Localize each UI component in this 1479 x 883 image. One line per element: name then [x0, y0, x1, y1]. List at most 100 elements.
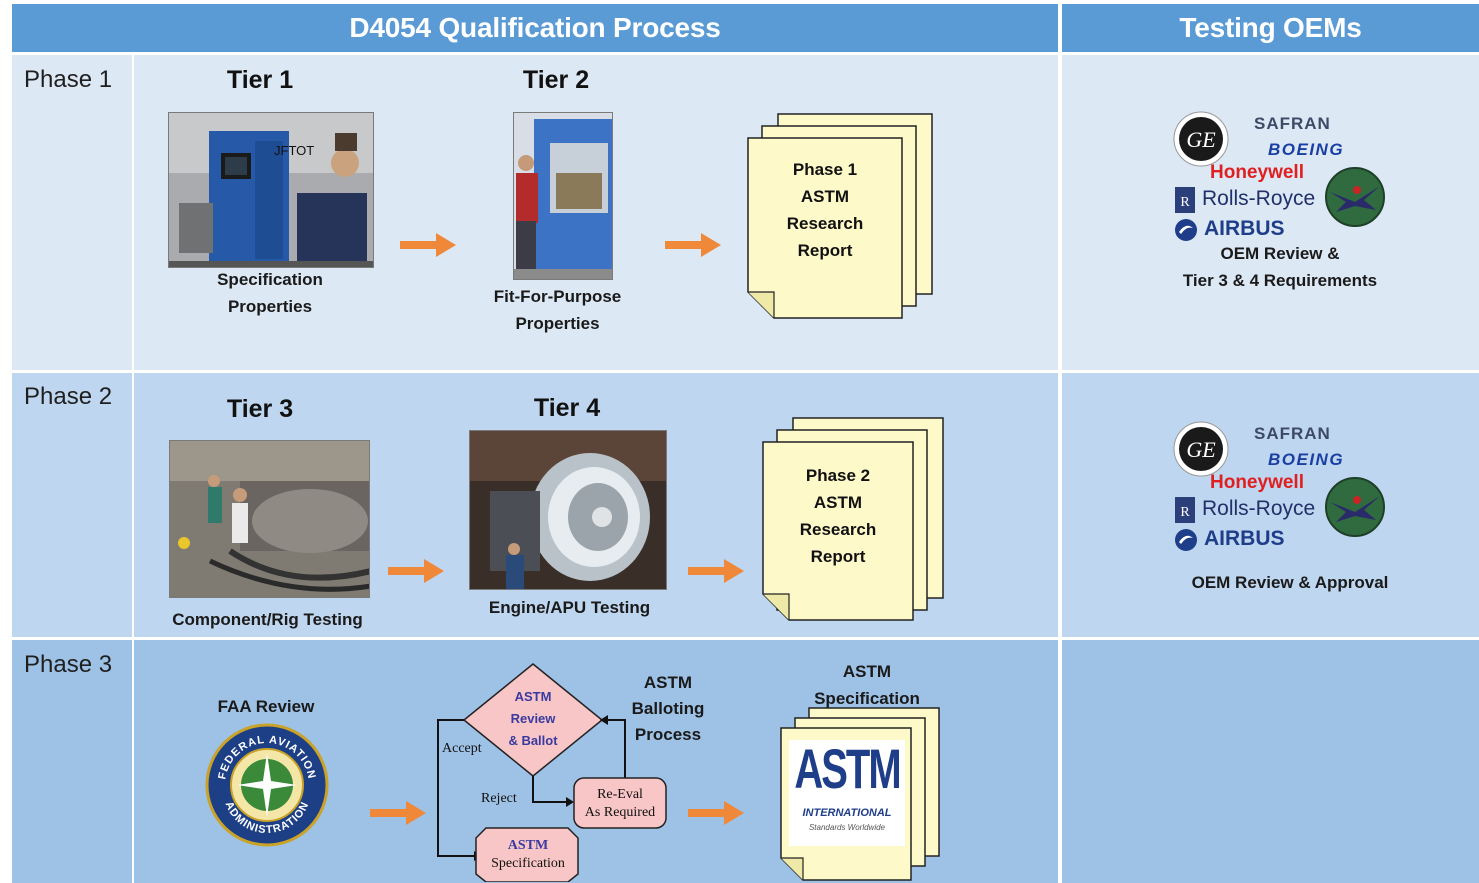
- phase2-report-text: Phase 2 ASTM Research Report: [763, 462, 913, 570]
- phase1-oem-caption: OEM Review & Tier 3 & 4 Requirements: [1130, 240, 1430, 294]
- airbus-swirl-icon: [1175, 529, 1197, 551]
- phase1-report-text: Phase 1 ASTM Research Report: [748, 156, 902, 264]
- safran-logo: SAFRAN: [1254, 424, 1331, 443]
- tier3-rig-photo: [169, 440, 370, 598]
- oem-header: Testing OEMs: [1062, 4, 1479, 52]
- balloting-line1: ASTM: [643, 673, 693, 692]
- phase2-label-cell: [12, 373, 132, 637]
- astm-logo-text: ASTM: [794, 739, 901, 801]
- tier1-caption-line2: Properties: [227, 297, 313, 316]
- tier2-caption-line1: Fit-For-Purpose: [493, 287, 622, 306]
- phase3-oem-cell: [1062, 640, 1479, 883]
- ge-text: GE: [1186, 127, 1216, 152]
- phase2-report-line3: Research: [799, 520, 877, 539]
- arrow-icon: [388, 559, 444, 583]
- phase3-label: Phase 3: [24, 651, 113, 678]
- tier1-jftot-photo: JFTOT: [168, 112, 374, 268]
- faa-seal-icon: FEDERAL AVIATION ADMINISTRATION: [205, 723, 329, 847]
- phase2-label: Phase 2: [24, 383, 113, 410]
- balloting-label: ASTM Balloting Process: [612, 670, 724, 748]
- phase2-oem-cell: [1062, 373, 1479, 637]
- spec-doc-title-line1: ASTM: [842, 662, 892, 681]
- phase1-report-line4: Report: [797, 241, 853, 260]
- tier4-caption: Engine/APU Testing: [488, 598, 651, 617]
- svg-text:R: R: [1180, 505, 1190, 520]
- process-header: D4054 Qualification Process: [12, 4, 1058, 52]
- oem-title: Testing OEMs: [1179, 12, 1362, 43]
- phase1-oem-caption-line1: OEM Review &: [1220, 244, 1340, 263]
- diamond-line1: ASTM: [514, 689, 552, 704]
- diamond-line3: & Ballot: [508, 733, 558, 748]
- oem-logos-phase2: GE SAFRAN BOEING Honeywell R Rolls-Royce…: [1168, 410, 1390, 556]
- flow-spec-line2: Specification: [491, 856, 565, 871]
- oem-logos-phase1: GE SAFRAN BOEING Honeywell R Rolls-Royce…: [1168, 100, 1390, 246]
- phase1-oem-cell: [1062, 55, 1479, 370]
- ge-logo-icon: GE: [1173, 421, 1229, 477]
- tier1-caption: Specification Properties: [170, 266, 370, 320]
- balloting-line2: Balloting: [631, 699, 705, 718]
- tier1-title: Tier 1: [226, 66, 294, 94]
- phase1-report-line2: ASTM: [800, 187, 850, 206]
- tier2-rig-photo: [513, 112, 613, 280]
- phase1-report-line3: Research: [786, 214, 864, 233]
- phase3-label-cell: [12, 640, 132, 883]
- arrow-icon: [688, 559, 744, 583]
- tier2-caption: Fit-For-Purpose Properties: [470, 283, 645, 337]
- arrow-icon: [370, 801, 426, 825]
- rr-badge-icon: R: [1175, 497, 1195, 523]
- honeywell-logo: Honeywell: [1210, 162, 1304, 183]
- flow-spec-label: ASTM Specification: [476, 837, 580, 873]
- ge-logo-icon: GE: [1173, 111, 1229, 167]
- phase1-oem-caption-line2: Tier 3 & 4 Requirements: [1182, 271, 1378, 290]
- phase2-report-line2: ASTM: [813, 493, 863, 512]
- accept-label: Accept: [442, 741, 482, 756]
- faa-title: FAA Review: [217, 697, 315, 716]
- airbus-logo: AIRBUS: [1204, 217, 1285, 240]
- phase1-label: Phase 1: [24, 66, 113, 93]
- diamond-line2: Review: [510, 711, 556, 726]
- astm-logo: ASTM INTERNATIONAL Standards Worldwide: [789, 739, 905, 846]
- tier4-title: Tier 4: [533, 394, 601, 422]
- phase1-report-line1: Phase 1: [792, 160, 858, 179]
- boeing-logo: BOEING: [1268, 450, 1345, 469]
- phase1-report-stack: [747, 113, 933, 319]
- phase2-report-stack: [762, 417, 944, 621]
- rr-badge-icon: R: [1175, 187, 1195, 213]
- jftot-label: JFTOT: [274, 143, 314, 158]
- phase2-report-line4: Report: [810, 547, 866, 566]
- safran-logo: SAFRAN: [1254, 114, 1331, 133]
- reject-label: Reject: [481, 791, 517, 806]
- arrow-icon: [688, 801, 744, 825]
- pratt-eagle-icon: [1325, 167, 1385, 227]
- ballot-flow-diagram: [437, 663, 667, 882]
- tier1-caption-line1: Specification: [217, 270, 323, 289]
- tier2-title: Tier 2: [522, 66, 590, 94]
- balloting-line3: Process: [634, 725, 702, 744]
- airbus-logo: AIRBUS: [1204, 527, 1285, 550]
- rolls-royce-logo: Rolls-Royce: [1202, 497, 1316, 520]
- tier4-engine-photo: [469, 430, 667, 590]
- arrow-icon: [665, 233, 721, 257]
- rolls-royce-logo: Rolls-Royce: [1202, 187, 1316, 210]
- tier3-title: Tier 3: [226, 395, 294, 423]
- honeywell-logo: Honeywell: [1210, 472, 1304, 493]
- astm-logo-tag: Standards Worldwide: [808, 823, 886, 832]
- phase2-oem-caption: OEM Review & Approval: [1191, 573, 1389, 592]
- arrow-icon: [400, 233, 456, 257]
- spec-doc-stack: [780, 707, 940, 881]
- ge-text: GE: [1186, 437, 1216, 462]
- boeing-logo: BOEING: [1268, 140, 1345, 159]
- svg-text:R: R: [1180, 195, 1190, 210]
- tier2-caption-line2: Properties: [515, 314, 600, 333]
- tier3-caption: Component/Rig Testing: [172, 610, 363, 629]
- reeval-line2: As Required: [584, 805, 656, 820]
- phase1-label-cell: [12, 55, 132, 370]
- pratt-eagle-icon: [1325, 477, 1385, 537]
- astm-logo-sub: INTERNATIONAL: [802, 807, 892, 819]
- flow-spec-line1: ASTM: [507, 838, 549, 853]
- phase2-report-line1: Phase 2: [805, 466, 871, 485]
- diamond-label: ASTM Review & Ballot: [483, 686, 583, 752]
- spec-doc-title: ASTM Specification: [787, 658, 947, 712]
- airbus-swirl-icon: [1175, 219, 1197, 241]
- spec-doc-title-line2: Specification: [814, 689, 920, 708]
